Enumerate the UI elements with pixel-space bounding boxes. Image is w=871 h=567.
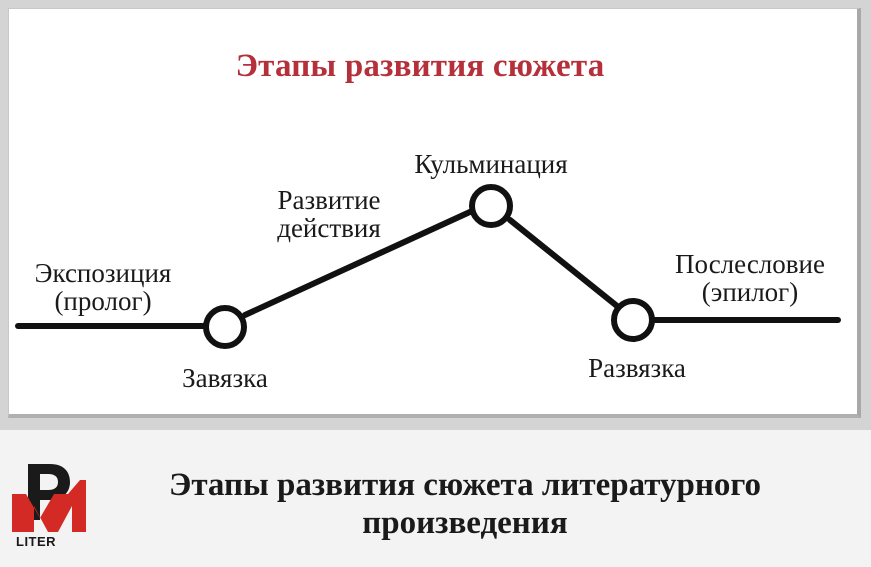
exposition-label-line2: (пролог) (54, 286, 152, 316)
exposition-label: Экспозиция (пролог) (15, 259, 191, 315)
epilogue-label-line2: (эпилог) (701, 277, 799, 307)
rising-action-label: Развитие действия (254, 186, 404, 242)
page-title: Этапы развития сюжета литературного прои… (95, 466, 835, 542)
rising-action-line (242, 208, 475, 318)
liter-logo-icon (12, 464, 86, 532)
falling-action-line (507, 217, 620, 309)
rising-action-label-line2: действия (277, 213, 381, 243)
epilogue-label-line1: Послесловие (675, 249, 825, 279)
climax-label: Кульминация (414, 149, 568, 179)
diagram-title: Этапы развития сюжета (235, 48, 605, 84)
page-title-line1: Этапы развития сюжета литературного (168, 467, 762, 503)
diagram-panel (8, 8, 861, 418)
diagram-card: Этапы развития сюжета Экспозиция (пролог… (0, 0, 871, 430)
plot-start-node (203, 305, 247, 349)
resolution-node (611, 298, 655, 342)
logo-text: LITER (16, 534, 57, 549)
plot-stages-diagram (15, 184, 841, 349)
climax-node (469, 184, 513, 228)
exposition-label-line1: Экспозиция (34, 258, 172, 288)
epilogue-label: Послесловие (эпилог) (652, 250, 848, 306)
page-title-line2: произведения (362, 505, 568, 541)
resolution-label: Развязка (588, 353, 686, 383)
footer-banner: LITER Этапы развития сюжета литературног… (0, 430, 871, 567)
plot-start-label: Завязка (182, 363, 268, 393)
rising-action-label-line1: Развитие (277, 185, 381, 215)
